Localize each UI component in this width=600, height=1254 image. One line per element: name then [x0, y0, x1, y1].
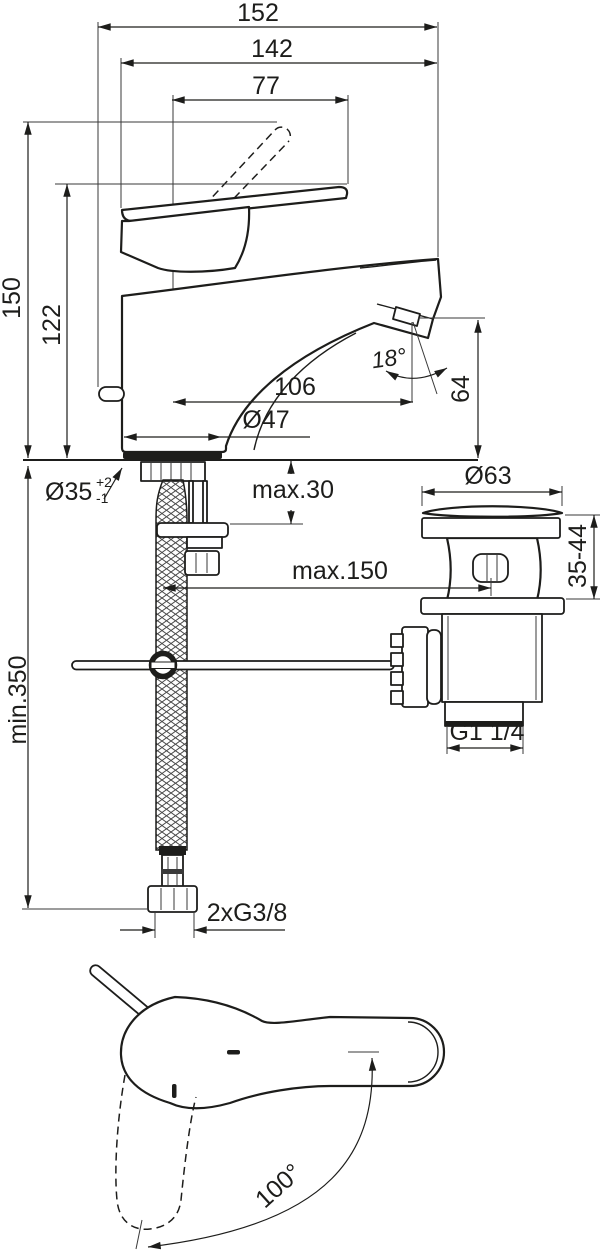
waste-lower-flange	[420, 597, 565, 615]
dim-body-depth-142: 142	[120, 35, 438, 208]
dim-77-label: 77	[252, 72, 280, 100]
waste-flange	[421, 505, 564, 518]
dim-supply-thread-g38: 2xG3/8	[120, 899, 287, 938]
dim-height-open-150: 150	[0, 121, 277, 459]
dim-spout-angle-18: 18°	[370, 343, 408, 374]
rod-guide-bracket	[186, 536, 223, 549]
dim-mounting-range-3544: 35-44	[564, 514, 600, 600]
under-counter-assembly	[71, 461, 395, 913]
dim-outlet-height-64: 64	[418, 317, 485, 459]
pop-up-rod	[71, 650, 395, 680]
dim-142-label: 142	[251, 35, 293, 63]
dim-100deg-label: 100°	[250, 1158, 307, 1213]
mounting-stud-left	[188, 480, 194, 524]
pop-up-waste-detail	[390, 505, 565, 727]
handle-skirt	[119, 205, 251, 273]
base-seal-band	[123, 452, 222, 459]
dim-o47-label: Ø47	[242, 406, 289, 434]
spout-angle-construction	[385, 321, 448, 402]
hose-end-fitting	[147, 846, 198, 913]
dim-150-label: 150	[0, 277, 26, 319]
dim-height-closed-122: 122	[38, 183, 347, 459]
spout-top-edge-line	[359, 259, 437, 269]
faucet-top-view	[89, 964, 446, 1250]
dim-o35-tol-minus: -1	[96, 490, 109, 506]
dim-waste-flange-63: Ø63	[421, 462, 563, 506]
swivel-arc	[147, 1057, 377, 1250]
dim-body-diameter-47: Ø47	[123, 406, 310, 441]
body-front-tab	[98, 386, 125, 402]
dim-g114-label: G1 1/4	[449, 718, 524, 746]
dim-18deg-label: 18°	[370, 343, 408, 374]
dim-122-label: 122	[38, 304, 66, 346]
rotated-center-tick	[135, 1219, 143, 1250]
handle-index-mark-v	[172, 1084, 177, 1098]
handle-spout-top-view	[119, 995, 446, 1110]
mounting-stud-right	[202, 480, 208, 524]
mounting-hex-nut	[184, 550, 220, 576]
dim-handle-reach-77: 77	[171, 72, 349, 184]
handle-lever-closed	[120, 185, 349, 223]
dim-total-depth-152: 152	[97, 0, 439, 387]
dim-o35-tol-plus: +2	[96, 474, 112, 490]
waste-knurled-coupling	[390, 626, 442, 708]
dim-min350-label: min.350	[4, 656, 32, 745]
dim-o35-label: Ø35	[45, 478, 92, 506]
dim-64-label: 64	[447, 375, 475, 403]
waste-upper-band	[421, 517, 561, 539]
spout-end-inner-arc	[407, 1021, 439, 1083]
dim-min-hose-350: min.350	[4, 465, 148, 910]
dim-deck-hole-35: Ø35 +2 -1	[45, 467, 123, 506]
threaded-shank	[140, 461, 206, 482]
dim-3544-label: 35-44	[564, 524, 592, 588]
spout-underside-highlight	[253, 332, 357, 451]
dim-o63-label: Ø63	[464, 462, 511, 490]
dim-152-label: 152	[237, 0, 279, 27]
dim-spout-reach-106: 106	[172, 373, 414, 406]
waste-lower-body	[441, 613, 543, 703]
dim-waste-thread-g114: G1 1/4	[446, 718, 525, 754]
dim-max150-label: max.150	[292, 557, 388, 585]
handle-index-mark-h	[227, 1050, 240, 1055]
hose-hex-nut	[147, 885, 198, 913]
dim-2xg38-label: 2xG3/8	[207, 899, 288, 927]
dim-106-label: 106	[274, 373, 316, 401]
waste-side-slot	[472, 553, 509, 583]
dim-deck-thickness-max30: max.30	[230, 460, 334, 525]
dim-rod-offset-max150: max.150	[162, 557, 492, 596]
aerator	[376, 303, 434, 327]
mounting-plate	[156, 522, 229, 538]
waste-threaded-tail	[444, 701, 524, 727]
dim-swivel-angle-100: 100°	[250, 1158, 307, 1213]
dim-max30-label: max.30	[252, 476, 334, 504]
